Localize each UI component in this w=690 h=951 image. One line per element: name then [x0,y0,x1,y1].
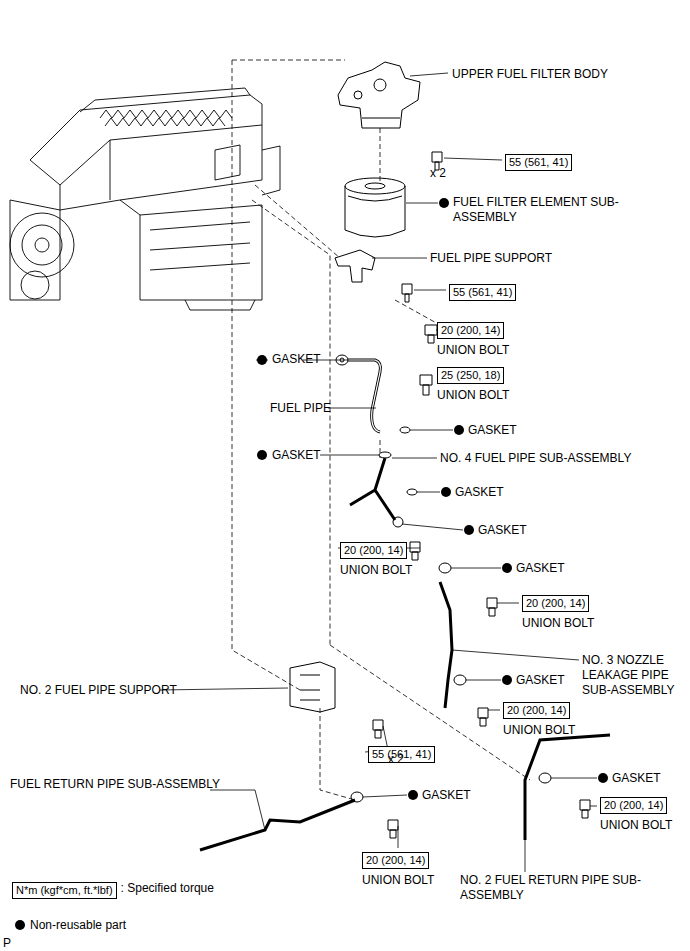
part-label: GASKET [272,352,321,367]
torque-value: 20 (200, 14) [503,702,570,719]
torque-box: 55 (561, 41) [449,282,516,301]
part-label: x 2 [388,752,404,767]
assembly-dashed-lines [232,60,530,800]
part-label: FUEL PIPE [270,401,331,416]
part-name: UNION BOLT [503,723,575,737]
no2-fuel-pipe-support [290,662,335,712]
no4-fuel-pipe [350,458,395,520]
torque-value: N*m (kgf*cm, ft.*lbf) [12,882,117,899]
torque-value: 25 (250, 18) [437,367,504,384]
part-name: UNION BOLT [437,343,509,357]
torque-value: 55 (561, 41) [505,154,572,171]
part-name: UNION BOLT [522,616,594,630]
engine-illustration [10,88,280,310]
part-label: NO. 2 FUEL RETURN PIPE SUB-ASSEMBLY [460,873,650,903]
part-label: GASKET [516,673,565,688]
part-label: GASKET [272,448,321,463]
legend-text: : Specified torque [121,881,214,896]
part-label: NO. 2 FUEL PIPE SUPPORT [20,683,177,698]
part-label: NO. 3 NOZZLE LEAKAGE PIPE SUB-ASSEMBLY [582,653,685,698]
torque-value: 20 (200, 14) [362,852,429,869]
part-label: FUEL FILTER ELEMENT SUB-ASSEMBLY [453,195,643,225]
torque-box: 20 (200, 14) UNION BOLT [600,795,672,832]
part-label: NO. 4 FUEL PIPE SUB-ASSEMBLY [440,451,631,466]
no2-fuel-return-pipe [525,735,610,840]
fuel-return-pipe [200,800,355,850]
torque-value: 55 (561, 41) [449,284,516,301]
part-label: FUEL RETURN PIPE SUB-ASSEMBLY [10,777,220,792]
part-label: UPPER FUEL FILTER BODY [452,67,608,82]
legend-torque-box: N*m (kgf*cm, ft.*lbf) [12,880,117,899]
part-label: x 2 [430,166,446,181]
part-name: UNION BOLT [437,388,509,402]
torque-value: 20 (200, 14) [600,797,667,814]
part-label: GASKET [478,523,527,538]
fuel-pipe-core [348,360,380,432]
no3-nozzle-leakage-pipe [440,582,452,708]
part-label: GASKET [612,771,661,786]
part-label: FUEL PIPE SUPPORT [430,251,552,266]
bolts [373,152,590,838]
leader-lines [160,73,597,872]
torque-box: 20 (200, 14) UNION BOLT [503,700,575,737]
part-name: UNION BOLT [600,818,672,832]
fuel-pipe-support [335,250,375,282]
part-name: UNION BOLT [362,873,434,887]
torque-box: 20 (200, 14) UNION BOLT [362,850,434,887]
torque-box: 55 (561, 41) [505,152,572,171]
part-label: GASKET [422,788,471,803]
fuel-pipe [348,360,380,432]
torque-value: 20 (200, 14) [340,542,407,559]
non-reusable-marks [15,198,608,930]
upper-fuel-filter-body [338,62,420,128]
torque-value: 20 (200, 14) [522,595,589,612]
torque-value: 20 (200, 14) [437,322,504,339]
part-label: GASKET [516,561,565,576]
torque-box: 25 (250, 18) UNION BOLT [437,365,509,402]
torque-box: 20 (200, 14) UNION BOLT [340,540,412,577]
part-label: GASKET [455,485,504,500]
part-label: GASKET [468,423,517,438]
part-label: P [3,936,11,951]
torque-box: 20 (200, 14) UNION BOLT [522,593,594,630]
legend-text: Non-reusable part [30,918,126,933]
fuel-filter-element [345,178,405,237]
torque-box: 20 (200, 14) UNION BOLT [437,320,509,357]
part-name: UNION BOLT [340,563,412,577]
